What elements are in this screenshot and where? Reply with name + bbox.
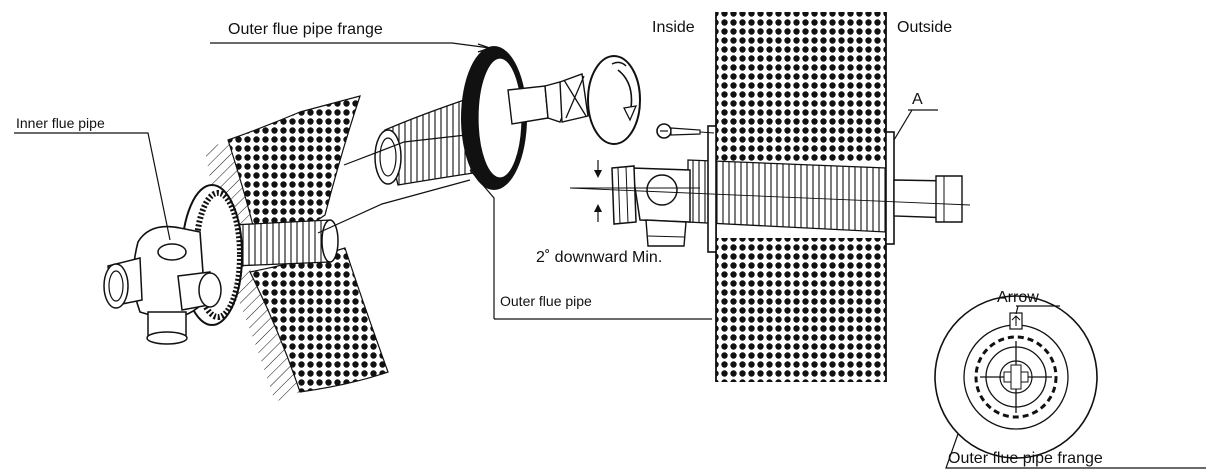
rotate-arrow-icon [611,61,638,122]
left-ribbed-pipe [231,219,335,267]
wall-ribbed-pipe [687,159,887,233]
flange-detail [934,295,1098,459]
middle-assembly [374,46,641,190]
outer-wall-flange [885,131,895,245]
downward-min-label: 2˚ downward Min. [536,249,662,266]
arrow-leader [1015,305,1019,315]
wall-cross-section [715,12,887,382]
connector-line-2 [317,179,471,234]
outer-flange-bottom-leader [945,433,1206,469]
pipe-through-wall [569,125,971,253]
inner-flue-pipe-label: Inner flue pipe [16,115,105,131]
outer-flue-pipe-label: Outer flue pipe [500,293,592,309]
outer-flange-top-label: Outer flue pipe frange [228,21,383,38]
pipe-clip-end [559,73,589,123]
end-cap-disc [587,55,641,145]
wall-lower [716,238,886,382]
downward-angle-dimension [594,160,602,222]
marker-a-leader [893,109,913,141]
outer-flue-pipe-leader-vertical [469,169,495,319]
wall-upper [716,12,886,162]
inner-wall-flange [707,125,717,253]
outer-flange-bottom-label: Outer flue pipe frange [948,450,1103,467]
outer-flange-top-leader [210,42,491,49]
inner-flue-pipe-leader [14,132,171,241]
marker-a-label: A [912,91,923,108]
arrow-label: Arrow [997,289,1039,306]
left-assembly [103,95,389,402]
connector-line-1 [343,134,467,166]
outside-label: Outside [897,19,952,36]
screw-icon [656,123,715,139]
inside-label: Inside [652,19,695,36]
